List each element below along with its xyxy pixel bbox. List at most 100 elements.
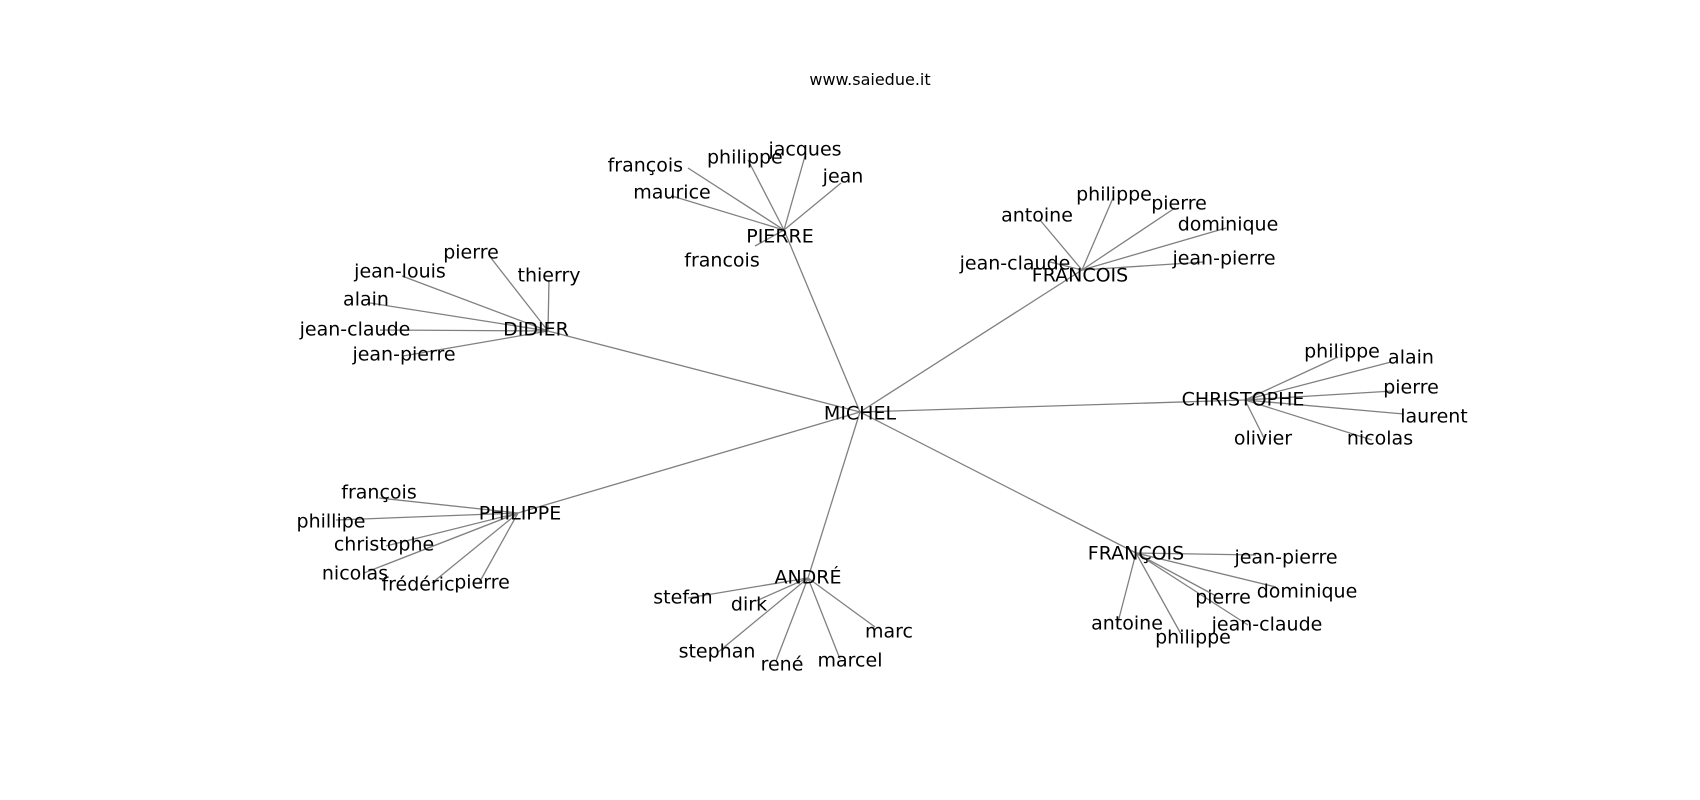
hub-node-label-andre: ANDRÉ bbox=[774, 566, 841, 589]
leaf-node-label: jean-pierre bbox=[1233, 547, 1337, 569]
leaf-node-label: jean-claude bbox=[299, 319, 411, 341]
edge-francois-bottom-leaf-0 bbox=[1135, 552, 1257, 556]
edge-philippe-leaf-3 bbox=[363, 512, 519, 574]
leaf-node-label: pierre bbox=[454, 572, 510, 594]
edge-christophe-leaf-3 bbox=[1244, 399, 1405, 415]
edge-francois-top-leaf-1 bbox=[1081, 197, 1114, 271]
leaf-node-label: nicolas bbox=[322, 563, 388, 585]
edge-christophe-leaf-2 bbox=[1244, 390, 1394, 401]
edge-layer bbox=[335, 155, 1405, 662]
watermark-caption: www.saiedue.it bbox=[809, 70, 931, 89]
edge-andre-leaf-0 bbox=[687, 577, 809, 599]
leaf-node-label: jean-claude bbox=[959, 253, 1071, 275]
leaf-node-label: pierre bbox=[1195, 587, 1251, 609]
edge-pierre-leaf-0 bbox=[687, 167, 785, 231]
edge-christophe-leaf-1 bbox=[1244, 361, 1392, 401]
leaf-node-label: stefan bbox=[653, 587, 712, 609]
leaf-node-label: maurice bbox=[633, 182, 710, 204]
leaf-node-label: françois bbox=[341, 482, 416, 504]
leaf-node-label: pierre bbox=[1151, 193, 1207, 215]
edge-christophe-leaf-0 bbox=[1244, 356, 1339, 401]
leaf-node-label: jean bbox=[822, 166, 864, 188]
hub-node-label-didier: DIDIER bbox=[503, 319, 569, 341]
leaf-node-label: stephan bbox=[679, 641, 756, 663]
edge-didier-leaf-3 bbox=[369, 302, 549, 332]
leaf-node-label: philippe bbox=[707, 147, 783, 169]
edge-andre-leaf-3 bbox=[716, 577, 809, 654]
edge-center-to-philippe bbox=[517, 411, 861, 514]
leaf-node-label: dirk bbox=[731, 594, 767, 616]
edge-center-to-francois-bottom bbox=[859, 411, 1137, 554]
edge-didier-leaf-5 bbox=[402, 330, 549, 357]
leaf-node-label: alain bbox=[343, 289, 389, 311]
edge-francois-bottom-leaf-3 bbox=[1135, 552, 1249, 626]
edge-center-to-pierre bbox=[783, 229, 861, 413]
edge-francois-top-leaf-4 bbox=[1049, 261, 1083, 271]
leaf-node-label: olivier bbox=[1234, 428, 1292, 450]
edge-didier-leaf-4 bbox=[379, 329, 549, 332]
edge-francois-top-leaf-5 bbox=[1081, 261, 1205, 271]
edge-center-to-francois-top bbox=[859, 269, 1083, 413]
hub-node-label-pierre: PIERRE bbox=[746, 226, 813, 248]
leaf-node-label: marc bbox=[865, 621, 913, 643]
hub-node-label-christophe: CHRISTOPHE bbox=[1182, 389, 1305, 411]
leaf-node-label: jean-louis bbox=[353, 261, 446, 283]
hub-node-label-francois-top: FRANCOIS bbox=[1032, 265, 1128, 287]
leaf-node-label: philippe bbox=[1076, 184, 1152, 206]
edge-pierre-leaf-2 bbox=[783, 155, 806, 231]
edge-didier-leaf-0 bbox=[490, 257, 549, 332]
edge-pierre-leaf-4 bbox=[671, 195, 785, 231]
leaf-node-label: jacques bbox=[767, 139, 841, 161]
edge-philippe-leaf-1 bbox=[335, 512, 519, 521]
leaf-node-label: alain bbox=[1388, 347, 1434, 369]
leaf-node-label: thierry bbox=[518, 265, 581, 287]
center-node-label: MICHEL bbox=[824, 403, 897, 425]
hub-node-label-francois-bottom: FRANÇOIS bbox=[1088, 543, 1184, 565]
edge-andre-leaf-2 bbox=[807, 577, 876, 628]
edge-pierre-leaf-5 bbox=[754, 229, 785, 247]
edge-andre-leaf-1 bbox=[755, 577, 809, 602]
edge-francois-top-leaf-3 bbox=[1081, 227, 1227, 271]
leaf-node-label: pierre bbox=[443, 242, 499, 264]
edge-pierre-leaf-3 bbox=[783, 182, 842, 231]
leaf-node-label: phillipe bbox=[297, 511, 366, 533]
edge-pierre-leaf-1 bbox=[747, 159, 785, 231]
leaf-node-label: nicolas bbox=[1347, 428, 1413, 450]
leaf-node-label: antoine bbox=[1091, 613, 1163, 635]
edge-philippe-leaf-5 bbox=[478, 512, 519, 584]
edge-andre-leaf-4 bbox=[775, 577, 809, 662]
edge-francois-top-leaf-0 bbox=[1039, 219, 1083, 271]
edge-francois-bottom-leaf-4 bbox=[1116, 552, 1137, 627]
leaf-node-label: philippe bbox=[1155, 627, 1231, 649]
edge-philippe-leaf-0 bbox=[378, 497, 519, 514]
edge-didier-leaf-2 bbox=[547, 279, 550, 332]
leaf-node-label: laurent bbox=[1400, 406, 1468, 428]
edge-philippe-leaf-4 bbox=[431, 512, 519, 584]
leaf-node-label: antoine bbox=[1001, 205, 1073, 227]
edge-didier-leaf-1 bbox=[401, 275, 549, 332]
leaf-node-label: jean-pierre bbox=[351, 344, 455, 366]
leaf-node-label: christophe bbox=[334, 534, 434, 556]
hub-node-label-philippe: PHILIPPE bbox=[479, 503, 561, 525]
edge-francois-bottom-leaf-1 bbox=[1135, 552, 1277, 588]
leaf-node-label: jean-pierre bbox=[1171, 248, 1275, 270]
leaf-node-label: philippe bbox=[1304, 341, 1380, 363]
leaf-node-label: pierre bbox=[1383, 377, 1439, 399]
edge-christophe-leaf-5 bbox=[1244, 399, 1373, 441]
leaf-node-label: marcel bbox=[818, 650, 883, 672]
leaf-node-label: françois bbox=[608, 155, 683, 177]
leaf-node-label: rené bbox=[761, 654, 804, 676]
edge-philippe-leaf-2 bbox=[385, 512, 519, 547]
edge-francois-top-leaf-2 bbox=[1081, 207, 1176, 271]
edge-christophe-leaf-4 bbox=[1244, 399, 1266, 441]
edge-center-to-didier bbox=[547, 330, 861, 413]
leaf-node-label: dominique bbox=[1178, 214, 1279, 236]
leaf-node-label: jean-claude bbox=[1211, 614, 1323, 636]
edge-francois-bottom-leaf-5 bbox=[1135, 552, 1182, 635]
leaf-node-label: dominique bbox=[1257, 581, 1358, 603]
leaf-node-label: frédéric bbox=[381, 574, 454, 596]
edge-center-to-andre bbox=[807, 411, 861, 579]
edge-francois-bottom-leaf-2 bbox=[1135, 552, 1217, 597]
